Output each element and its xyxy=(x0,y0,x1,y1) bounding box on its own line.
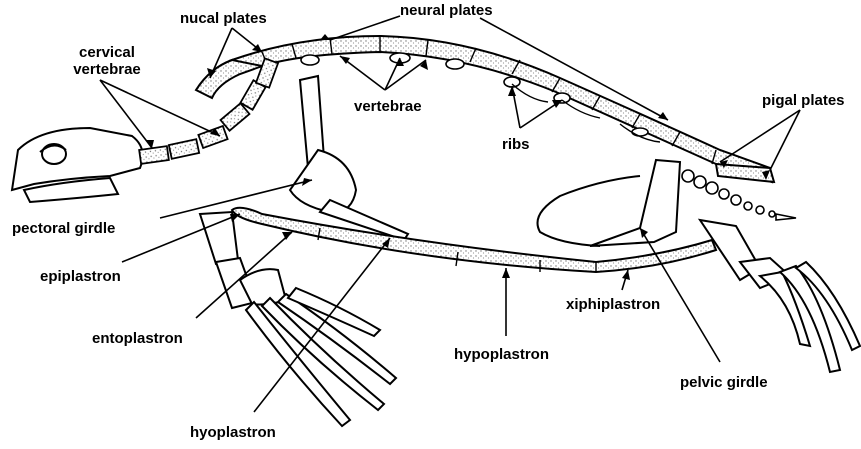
label-hypoplastron: hypoplastron xyxy=(454,346,549,363)
label-cervical-vertebrae: cervical vertebrae xyxy=(62,44,152,78)
label-pigal-plates: pigal plates xyxy=(762,92,845,109)
label-pectoral-girdle: pectoral girdle xyxy=(12,220,115,237)
label-hyoplastron: hyoplastron xyxy=(190,424,276,441)
pelvic-girdle-shape xyxy=(538,160,681,246)
hind-limb xyxy=(700,220,860,372)
label-xiphiplastron: xiphiplastron xyxy=(566,296,660,313)
label-cervical-vertebrae-line2: vertebrae xyxy=(62,61,152,78)
label-nucal-plates: nucal plates xyxy=(180,10,267,27)
label-epiplastron: epiplastron xyxy=(40,268,121,285)
label-pelvic-girdle: pelvic girdle xyxy=(680,374,768,391)
skull xyxy=(12,128,143,202)
carapace xyxy=(196,36,774,182)
label-cervical-vertebrae-line1: cervical xyxy=(62,44,152,61)
label-entoplastron: entoplastron xyxy=(92,330,183,347)
label-ribs: ribs xyxy=(502,136,530,153)
label-vertebrae: vertebrae xyxy=(354,98,422,115)
label-neural-plates: neural plates xyxy=(400,2,493,19)
